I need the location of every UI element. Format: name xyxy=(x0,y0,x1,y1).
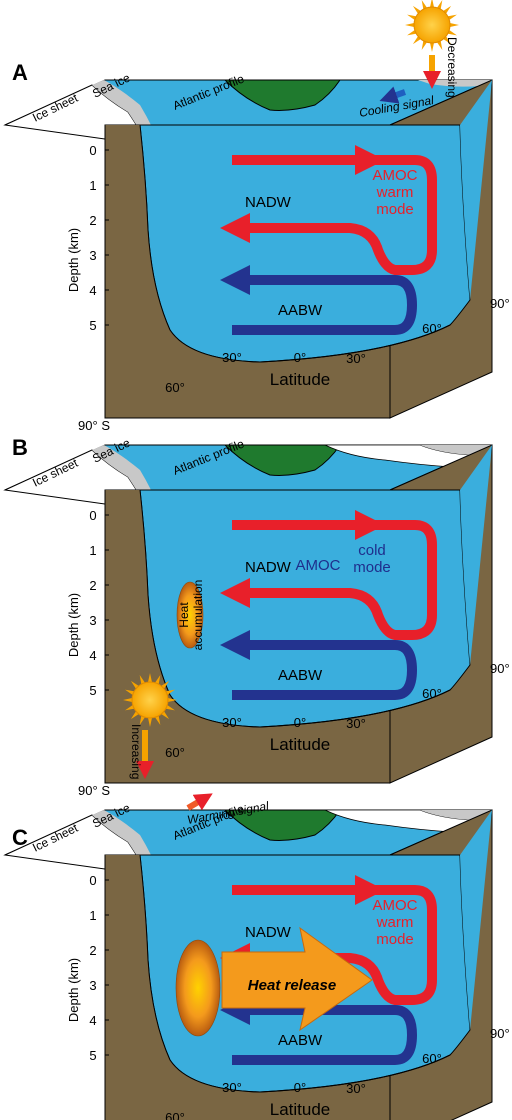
nadw-label: NADW xyxy=(245,924,292,941)
latitude-tick-label: 60° xyxy=(422,686,442,701)
latitude-tick-label: 30° xyxy=(346,351,366,366)
depth-tick-label: 5 xyxy=(89,1048,96,1063)
latitude-tick-label: 0° xyxy=(294,350,306,365)
amoc-label: AMOC xyxy=(373,897,418,914)
amoc-label: AMOC xyxy=(296,557,341,574)
depth-tick-label: 4 xyxy=(89,1013,96,1028)
latitude-tick-label: 0° xyxy=(294,1080,306,1095)
nadw-flow xyxy=(220,885,437,1005)
nadw-label: NADW xyxy=(245,559,292,576)
sun-icon xyxy=(123,673,177,727)
latitude-tick-label: 60° xyxy=(165,380,185,395)
land-left-margin xyxy=(105,125,260,362)
depth-tick-label: 0 xyxy=(89,508,96,523)
depth-axis-label: Depth (km) xyxy=(66,958,81,1022)
cooling-signal-arrow xyxy=(379,86,406,104)
latitude-axis-label: Latitude xyxy=(270,370,331,389)
heat-release-arrow xyxy=(221,926,373,1032)
amoc-mode-label: warm xyxy=(376,914,414,931)
sea-ice-north xyxy=(420,445,492,470)
latitude-tick-label: 90° N xyxy=(490,296,512,311)
sun-trend-label: Increasing xyxy=(129,724,143,779)
amoc-mode-label: mode xyxy=(353,559,391,576)
latitude-axis-label: Latitude xyxy=(270,1100,331,1119)
aabw-flow xyxy=(220,265,417,335)
green-land xyxy=(223,444,341,476)
heat-label: Heat xyxy=(177,602,191,628)
latitude-axis-label: Latitude xyxy=(270,735,331,754)
latitude-tick-label: 0° xyxy=(294,715,306,730)
aabw-label: AABW xyxy=(278,1032,323,1049)
basin-outline xyxy=(139,854,451,1093)
sun-trend-label: Decreasing xyxy=(445,37,459,98)
depth-tick-label: 4 xyxy=(89,283,96,298)
land-left-margin xyxy=(105,490,260,727)
depth-tick-label: 0 xyxy=(89,143,96,158)
aabw-label: AABW xyxy=(278,667,323,684)
green-land xyxy=(223,79,341,111)
aabw-label: AABW xyxy=(278,302,323,319)
panel-label: B xyxy=(12,435,28,460)
depth-tick-label: 1 xyxy=(89,178,96,193)
latitude-tick-label: 30° xyxy=(222,350,242,365)
depth-tick-label: 2 xyxy=(89,213,96,228)
green-land xyxy=(223,809,341,841)
sea-ice-north xyxy=(420,810,492,835)
depth-tick-label: 3 xyxy=(89,613,96,628)
nadw-flow xyxy=(220,155,437,275)
depth-tick-label: 5 xyxy=(89,318,96,333)
latitude-tick-label: 90° S xyxy=(78,783,110,798)
latitude-tick-label: 30° xyxy=(222,1080,242,1095)
ocean-rear xyxy=(460,80,492,300)
latitude-tick-label: 30° xyxy=(346,1081,366,1096)
latitude-tick-label: 90° S xyxy=(78,418,110,433)
panel-b: B 0 1 2 3 4 5 Depth (km) 90° S 60° 30° 0° 30° 60° 90° … xyxy=(3,435,512,798)
panel-a: A 0 1 2 3 4 5 Depth (km) 90° S 60° 30° 0° 30° 60° 90° … xyxy=(3,0,512,433)
latitude-tick-label: 90° N xyxy=(490,661,512,676)
aabw-flow xyxy=(220,630,417,700)
depth-tick-label: 1 xyxy=(89,543,96,558)
latitude-tick-label: 60° xyxy=(422,1051,442,1066)
sun-icon xyxy=(405,0,459,52)
basin-outline xyxy=(139,124,451,363)
latitude-tick-label: 30° xyxy=(346,716,366,731)
amoc-mode-label: mode xyxy=(376,201,414,218)
warming-signal-arrow xyxy=(186,793,213,811)
panel-label: A xyxy=(12,60,28,85)
heat-release-blob xyxy=(175,939,221,1037)
latitude-tick-label: 90° N xyxy=(490,1026,512,1041)
amoc-mode-label: cold xyxy=(358,542,386,559)
depth-tick-label: 4 xyxy=(89,648,96,663)
depth-tick-label: 3 xyxy=(89,248,96,263)
heat-label: accumulation xyxy=(191,580,205,651)
ocean-rear xyxy=(460,810,492,1030)
latitude-tick-label: 30° xyxy=(222,715,242,730)
latitude-tick-label: 60° xyxy=(165,745,185,760)
depth-tick-label: 3 xyxy=(89,978,96,993)
ocean-rear xyxy=(460,445,492,665)
depth-tick-label: 2 xyxy=(89,943,96,958)
depth-tick-label: 5 xyxy=(89,683,96,698)
depth-axis-label: Depth (km) xyxy=(66,228,81,292)
amoc-mode-label: warm xyxy=(376,184,414,201)
heat-accumulation-blob xyxy=(176,581,204,649)
latitude-tick-label: 60° xyxy=(422,321,442,336)
amoc-label: AMOC xyxy=(373,167,418,184)
nadw-flow xyxy=(220,520,437,640)
amoc-mode-label: mode xyxy=(376,931,414,948)
depth-tick-label: 1 xyxy=(89,908,96,923)
latitude-tick-label: 60° xyxy=(165,1110,185,1120)
land-left-margin xyxy=(105,855,260,1092)
nadw-label: NADW xyxy=(245,194,292,211)
aabw-flow xyxy=(220,995,417,1065)
depth-tick-label: 0 xyxy=(89,873,96,888)
depth-tick-label: 2 xyxy=(89,578,96,593)
depth-axis-label: Depth (km) xyxy=(66,593,81,657)
heat-release-label: Heat release xyxy=(248,977,336,994)
panel-label: C xyxy=(12,825,28,850)
